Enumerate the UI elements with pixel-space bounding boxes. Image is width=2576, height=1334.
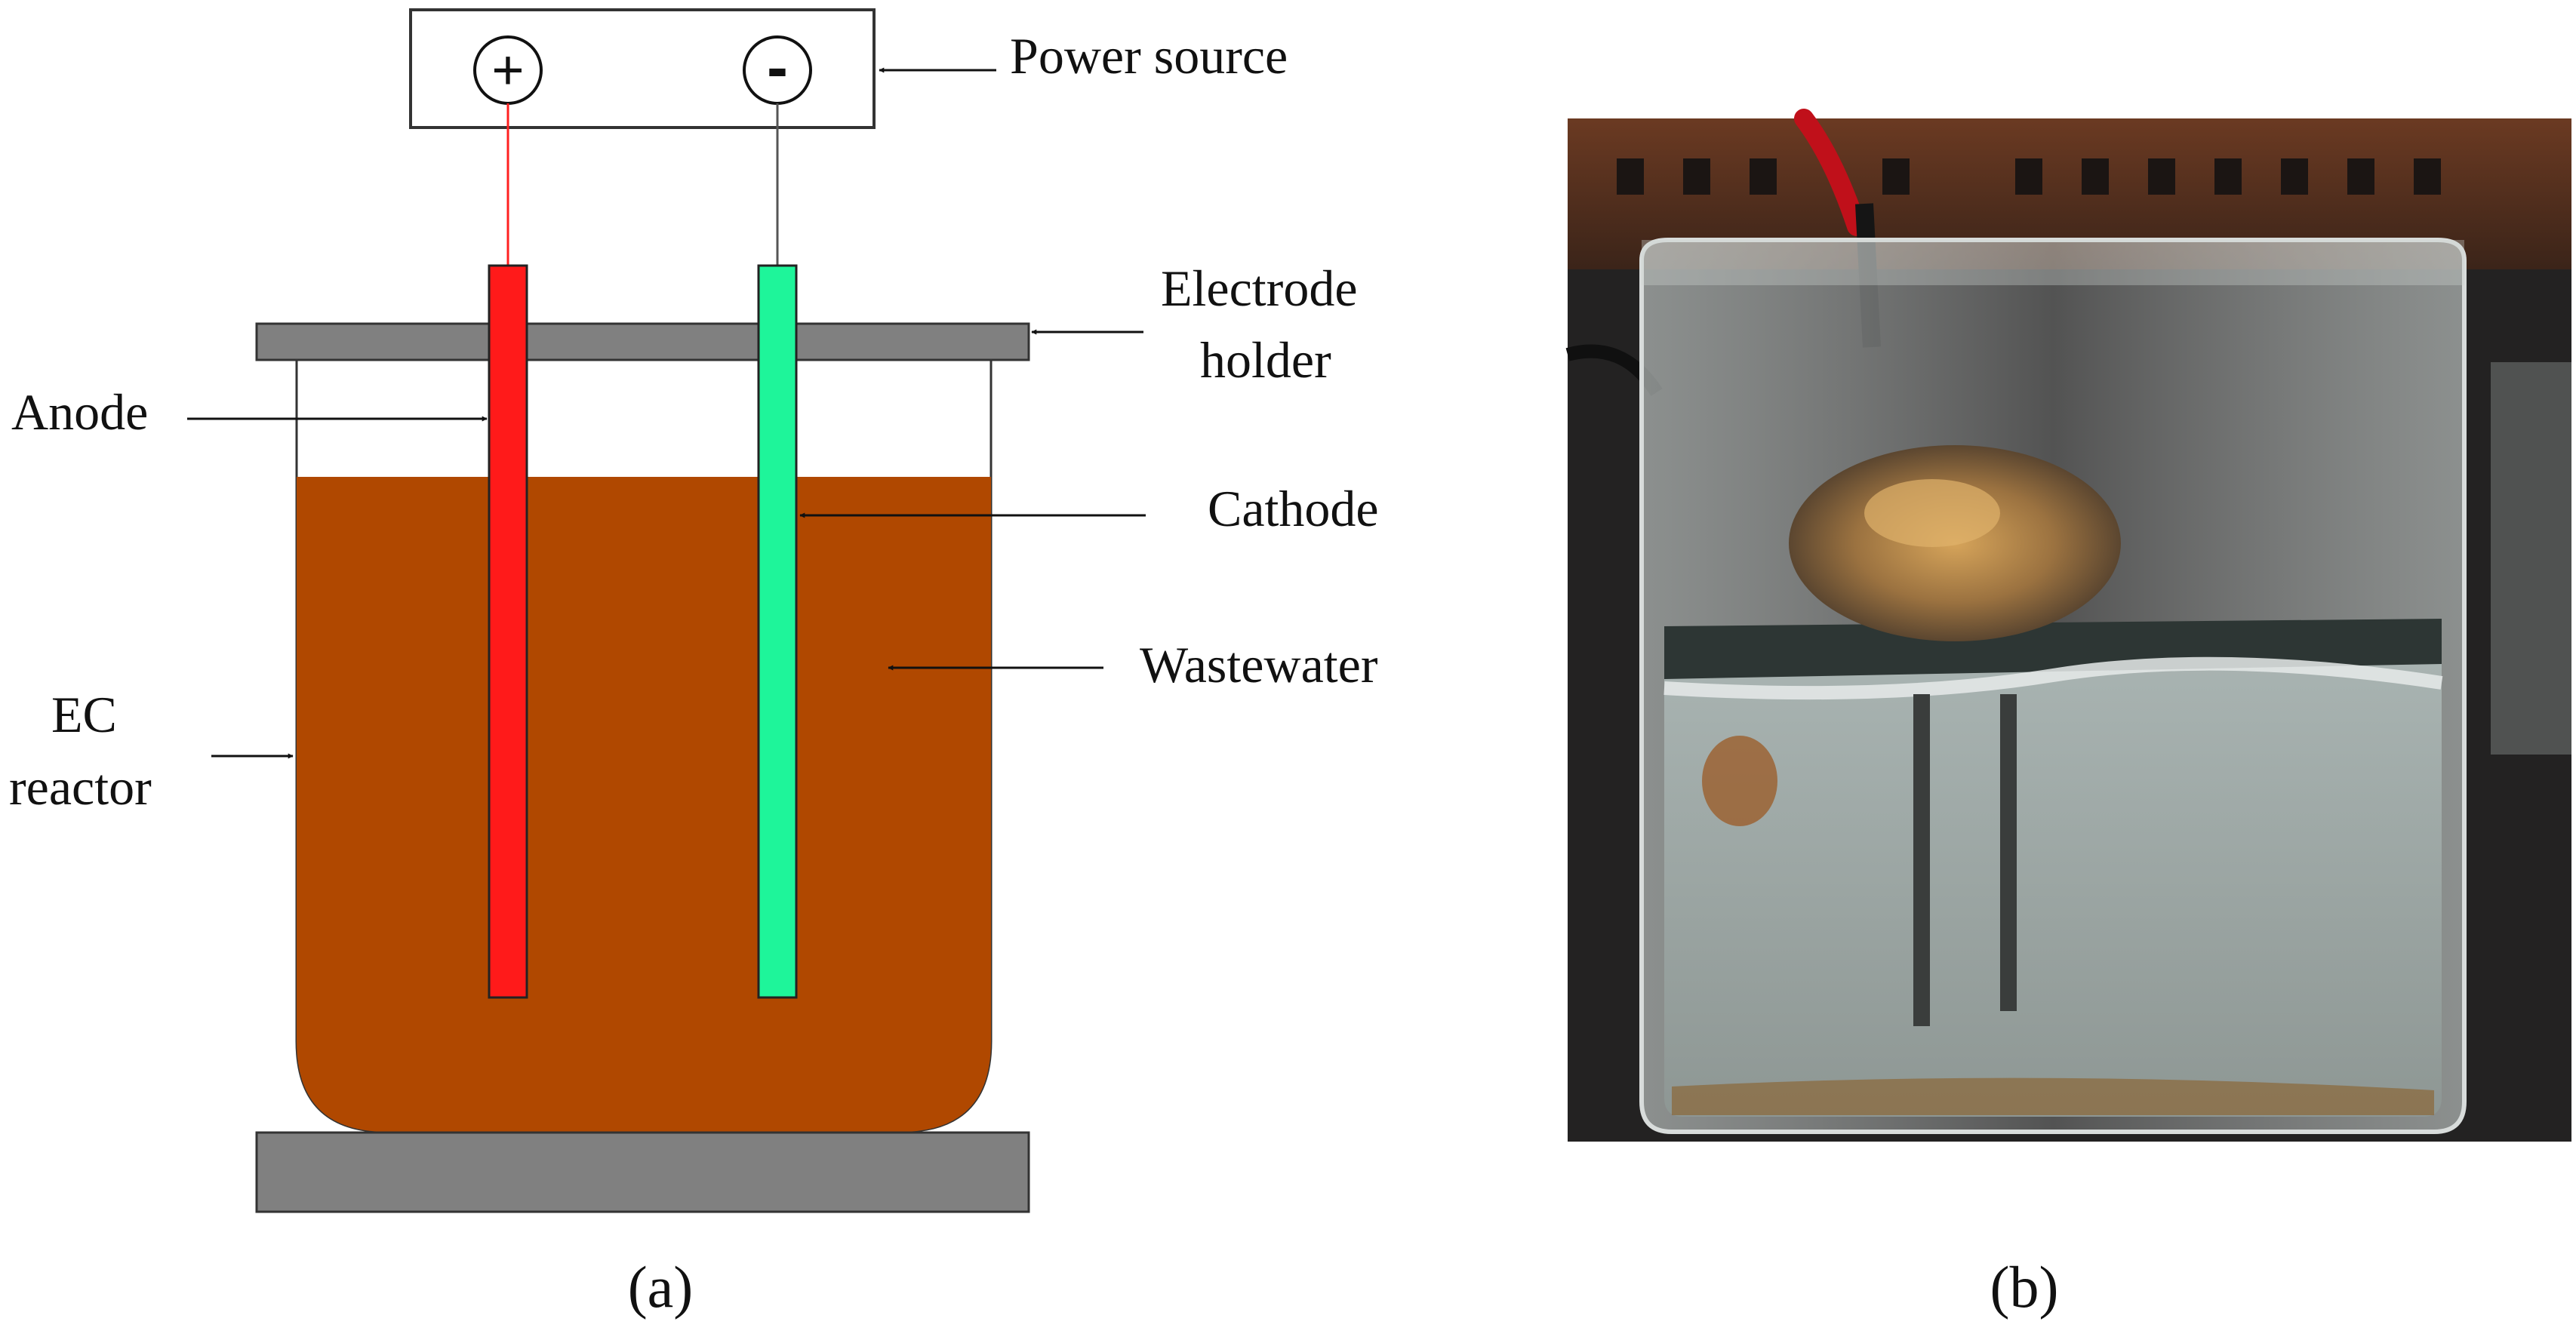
panel-b-photo: (b) [1565,109,2571,1320]
base-plate [255,1131,1030,1213]
anode-label: Anode [11,383,148,441]
cathode-label: Cathode [1208,480,1379,537]
cathode-electrode [757,264,798,999]
panel-a-schematic: + - Power source Electrode holder Anode … [9,8,1379,1320]
background-beaker [2491,362,2571,755]
power-source-label: Power source [1010,27,1288,85]
bench-holes [1617,158,2441,195]
positive-terminal-symbol: + [491,38,524,101]
anode-electrode [488,264,528,999]
rust-stain [1702,736,1777,826]
sludge-highlight [1864,479,2000,547]
panel-a-caption: (a) [628,1254,694,1320]
panel-b-caption: (b) [1990,1254,2059,1320]
red-lead-wire [1794,109,1867,236]
electrode-holder [255,322,1030,361]
wastewater-label: Wastewater [1140,636,1378,693]
photo-liquid [1664,664,2442,1117]
photo-lid-rim [1642,240,2464,285]
negative-terminal-symbol: - [767,32,788,103]
wastewater-fill [297,477,991,1132]
surface-foam-line [1663,656,2443,700]
photo-electrode-2 [2000,694,2017,1011]
ec-reactor-label-line1: EC [51,686,117,743]
photo-electrode-1 [1913,694,1930,1026]
electrode-holder-label-line1: Electrode [1161,260,1358,317]
bottom-sediment [1672,1077,2434,1115]
ec-reactor-label-line2: reactor [9,758,152,816]
electrode-holder-label-line2: holder [1200,331,1331,389]
